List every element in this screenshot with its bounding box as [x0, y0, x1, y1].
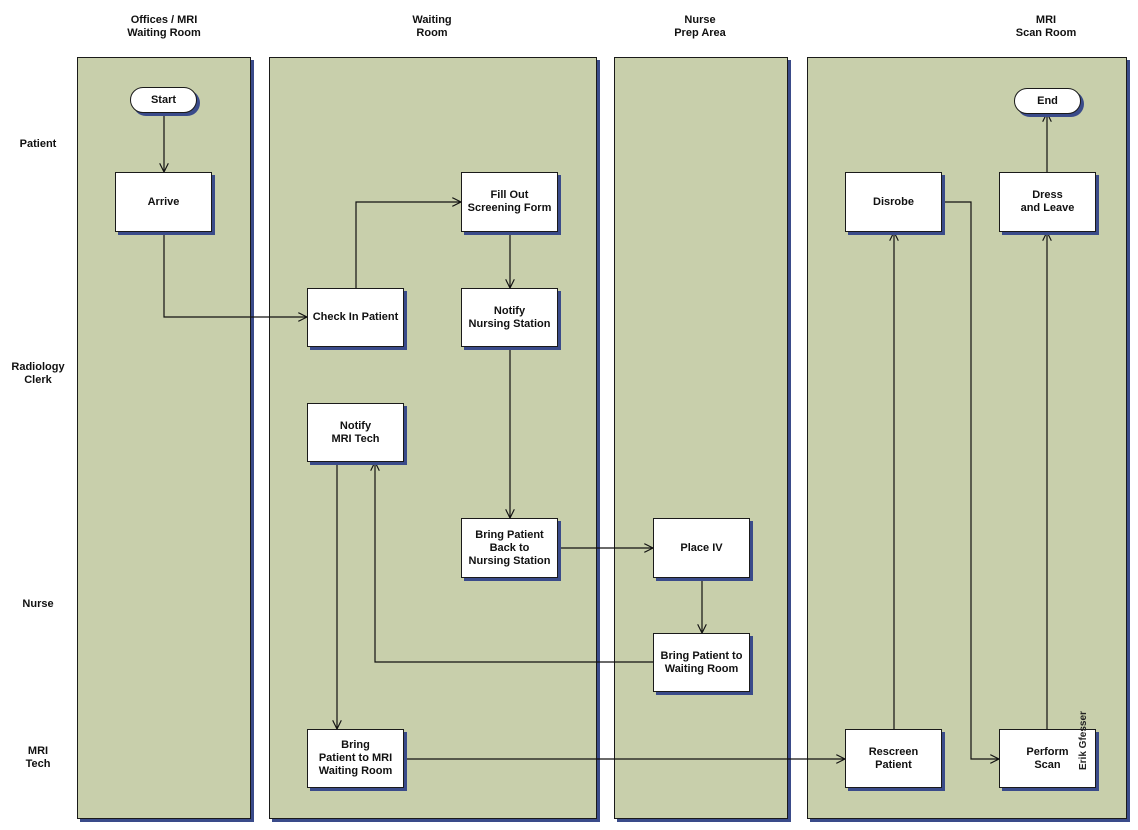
lane-header-nurse-prep: Nurse Prep Area [674, 14, 726, 39]
row-label-nurse: Nurse [22, 598, 54, 610]
bring-to-mri-box: Bring Patient to MRI Waiting Room [307, 729, 404, 788]
bring-to-waiting-label: Bring Patient to Waiting Room [660, 649, 743, 675]
check-in-label: Check In Patient [312, 311, 399, 323]
start-label: Start [150, 93, 177, 106]
arrive-box: Arrive [115, 172, 212, 232]
bring-to-waiting-box: Bring Patient to Waiting Room [653, 633, 750, 692]
row-label-patient: Patient [19, 138, 57, 150]
lane-nurse-prep [614, 57, 788, 819]
perform-scan-label: Perform Scan [1026, 745, 1069, 771]
row-label-mri-tech: MRI Tech [25, 745, 51, 770]
lane-header-offices: Offices / MRI Waiting Room [127, 14, 201, 39]
fill-out-form-box: Fill Out Screening Form [461, 172, 558, 232]
lane-header-mri-scan: MRI Scan Room [1015, 14, 1077, 39]
start-terminal: Start [130, 87, 197, 113]
rescreen-label: Rescreen Patient [868, 745, 919, 771]
end-label: End [1037, 94, 1058, 107]
notify-mri-tech-box: Notify MRI Tech [307, 403, 404, 462]
end-terminal: End [1014, 88, 1081, 114]
fill-out-form-label: Fill Out Screening Form [467, 189, 552, 214]
disrobe-box: Disrobe [845, 172, 942, 232]
rescreen-box: Rescreen Patient [845, 729, 942, 788]
connector-bringwaiting-notifymri [375, 462, 653, 663]
author-credit: Erik Gfesser [1078, 711, 1089, 770]
perform-scan-box: Perform Scan [999, 729, 1096, 788]
notify-nursing-box: Notify Nursing Station [461, 288, 558, 347]
disrobe-label: Disrobe [873, 195, 914, 208]
dress-leave-label: Dress and Leave [1020, 189, 1075, 214]
check-in-box: Check In Patient [307, 288, 404, 347]
notify-nursing-label: Notify Nursing Station [468, 304, 551, 330]
connector-checkin-fillout [355, 202, 461, 288]
bring-back-box: Bring Patient Back to Nursing Station [461, 518, 558, 578]
arrive-label: Arrive [147, 195, 180, 208]
connector-arrive-checkin [163, 232, 307, 317]
dress-leave-box: Dress and Leave [999, 172, 1096, 232]
row-label-radiology-clerk: Radiology Clerk [11, 361, 65, 386]
notify-mri-tech-label: Notify MRI Tech [331, 419, 380, 445]
place-iv-label: Place IV [680, 541, 723, 554]
bring-back-label: Bring Patient Back to Nursing Station [468, 528, 551, 567]
connector-disrobe-perform [942, 201, 999, 759]
lane-header-waiting-room: Waiting Room [412, 14, 452, 39]
bring-to-mri-label: Bring Patient to MRI Waiting Room [318, 739, 393, 777]
place-iv-box: Place IV [653, 518, 750, 578]
